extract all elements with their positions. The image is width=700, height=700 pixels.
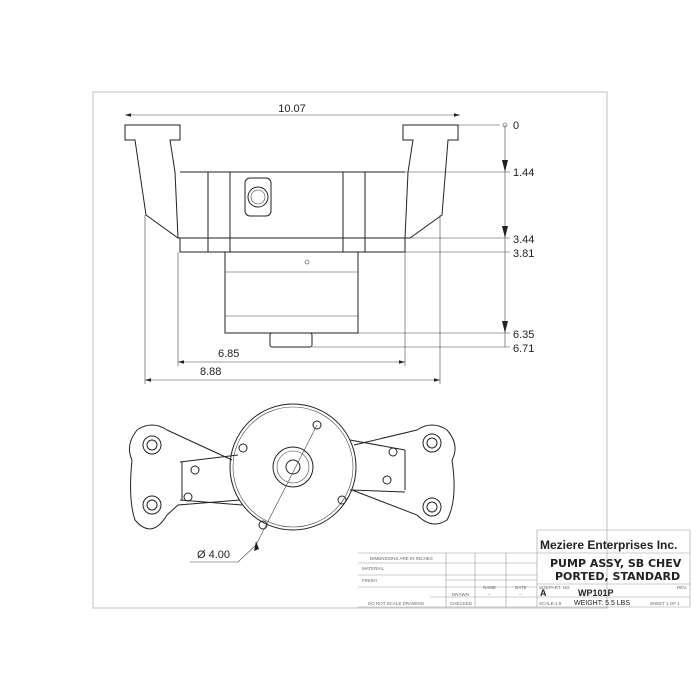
ordinate-5: 6.71 (513, 343, 534, 355)
material-label: MATERIAL (362, 566, 385, 571)
sheet-number: SHEET 1 OF 1 (650, 601, 680, 606)
part-number: WP101P (578, 588, 614, 598)
dimensions-note: DIMENSIONS ARE IN INCHES (370, 556, 433, 561)
front-view: 10.07 6.85 8.88 0 1.44 3.44 3.81 6.35 6.… (124, 103, 534, 384)
ordinate-4: 6.35 (513, 329, 534, 341)
checked-label: CHECKED (450, 601, 473, 606)
bottom-view: Ø 4.00 (128, 403, 456, 563)
weight: WEIGHT: 5.5 LBS (574, 600, 630, 607)
ordinate-0: 0 (513, 120, 519, 132)
company-name: Meziere Enterprises Inc. (540, 538, 677, 552)
ordinate-2: 3.44 (513, 234, 534, 246)
size-value: A (540, 588, 547, 598)
do-not-scale-note: DO NOT SCALE DRAWING (368, 601, 425, 606)
drawn-date: -- (519, 592, 522, 597)
dim-width-mid: 6.85 (218, 348, 239, 360)
rev-label: REV. (677, 585, 687, 590)
title-block: DIMENSIONS ARE IN INCHES MATERIAL FINISH… (358, 529, 691, 608)
title-line-2: PORTED, STANDARD (555, 570, 680, 583)
diameter-label: Ø 4.00 (197, 549, 230, 561)
date-header: DATE (515, 585, 527, 590)
ordinate-3: 3.81 (513, 248, 534, 260)
dim-width-bottom: 8.88 (200, 366, 221, 378)
finish-label: FINISH (362, 578, 377, 583)
drawn-label: DRAWN (452, 592, 469, 597)
sheet-border (92, 91, 608, 609)
scale-label: SCALE:1:8 (539, 601, 562, 606)
part-no-label: PART. NO. (549, 585, 571, 590)
ordinate-1: 1.44 (513, 167, 534, 179)
size-label: SIZE (539, 585, 549, 590)
drawn-name: -- (488, 592, 491, 597)
name-header: NAME (483, 585, 496, 590)
dim-width-top: 10.07 (278, 103, 306, 115)
title-line-1: PUMP ASSY, SB CHEV (550, 557, 682, 570)
